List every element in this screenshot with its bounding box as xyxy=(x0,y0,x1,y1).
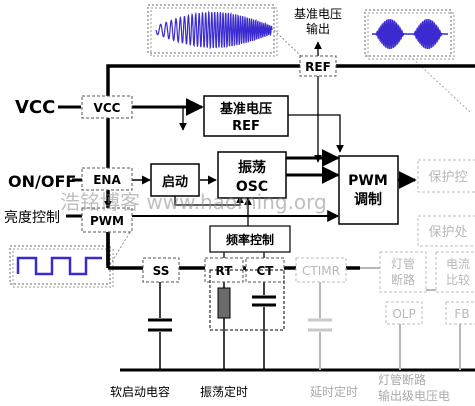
current-compare-block: 电流 比较 xyxy=(435,251,475,293)
square-waveform xyxy=(16,256,102,276)
svg-text:ENA: ENA xyxy=(93,173,121,187)
lamp-open-detect-block: 灯管 断路 xyxy=(379,251,427,293)
pin-on-off: ON/OFF xyxy=(8,172,76,191)
svg-text:CTIMR: CTIMR xyxy=(302,264,340,278)
olp-pin-block: OLP xyxy=(385,301,423,325)
burst-waveform xyxy=(372,18,448,50)
svg-text:REF: REF xyxy=(305,60,331,74)
ref-output-caption-1: 基准电压 xyxy=(294,7,342,21)
watermark: 浩铭博客 www.haoming.org xyxy=(60,190,327,214)
ref-output-block: REF xyxy=(299,55,337,77)
chirp-waveform xyxy=(155,10,273,50)
svg-text:保护控: 保护控 xyxy=(428,170,467,185)
delay-capacitor xyxy=(308,318,332,332)
svg-text:启动: 启动 xyxy=(162,174,188,190)
svg-text:PWM: PWM xyxy=(90,214,124,228)
svg-text:比较: 比较 xyxy=(446,272,470,287)
ctimr-pin-block: CTIMR xyxy=(295,257,347,283)
delay-timing-caption: 延时定时 xyxy=(310,384,358,399)
svg-text:PWM: PWM xyxy=(348,173,388,189)
svg-text:VCC: VCC xyxy=(94,101,121,115)
fb-pin-block: FB xyxy=(445,301,475,325)
protection-control-block: 保护控 xyxy=(417,159,475,193)
svg-text:SS: SS xyxy=(153,264,170,278)
svg-text:RT: RT xyxy=(216,264,234,278)
ena-block: ENA xyxy=(81,167,133,191)
pwm-input-block: PWM xyxy=(81,207,133,233)
svg-text:OSC: OSC xyxy=(236,179,268,195)
wires xyxy=(58,41,475,372)
svg-text:灯管: 灯管 xyxy=(391,256,415,271)
svg-text:REF: REF xyxy=(232,119,260,134)
lamp-open-caption: 灯管断路 xyxy=(378,372,426,387)
pin-vcc: VCC xyxy=(15,97,55,118)
faded-wires xyxy=(319,225,461,370)
burst-waveform-inset xyxy=(364,9,455,60)
svg-text:调制: 调制 xyxy=(354,191,382,208)
svg-text:基准电压: 基准电压 xyxy=(219,101,272,117)
svg-text:OLP: OLP xyxy=(392,307,415,321)
square-waveform-inset xyxy=(9,245,114,288)
svg-text:保护处: 保护处 xyxy=(428,225,467,240)
osc-timing-caption: 振荡定时 xyxy=(200,384,248,399)
pin-brightness: 亮度控制 xyxy=(4,209,60,226)
ref-pointer xyxy=(273,29,306,61)
output-voltage-caption: 输出级电压电 xyxy=(378,388,450,403)
startup-block: 启动 xyxy=(150,163,200,197)
reference-generator-block: 基准电压 REF xyxy=(203,95,289,137)
oscillator-block: 振荡 OSC xyxy=(217,151,287,199)
ss-pin-block: SS xyxy=(142,257,180,283)
svg-text:FB: FB xyxy=(454,307,469,321)
ref-waveform-inset xyxy=(147,4,278,57)
svg-text:频率控制: 频率控制 xyxy=(226,232,274,247)
svg-text:振荡: 振荡 xyxy=(238,159,266,176)
svg-text:电流: 电流 xyxy=(446,257,470,271)
timing-resistor xyxy=(217,287,231,319)
ref-output-caption-2: 输出 xyxy=(306,21,330,36)
timing-rc-group xyxy=(209,269,285,331)
frequency-control-block: 频率控制 xyxy=(209,225,291,253)
pwm-modulator-block: PWM 调制 xyxy=(338,155,399,225)
square-pointer xyxy=(109,231,131,266)
protection-processing-block: 保护处 xyxy=(417,215,475,247)
soft-start-caption: 软启动电容 xyxy=(110,384,170,399)
soft-start-capacitor xyxy=(148,318,172,332)
svg-text:断路: 断路 xyxy=(391,272,415,287)
vcc-block: VCC xyxy=(81,95,133,119)
svg-text:CT: CT xyxy=(257,264,275,278)
